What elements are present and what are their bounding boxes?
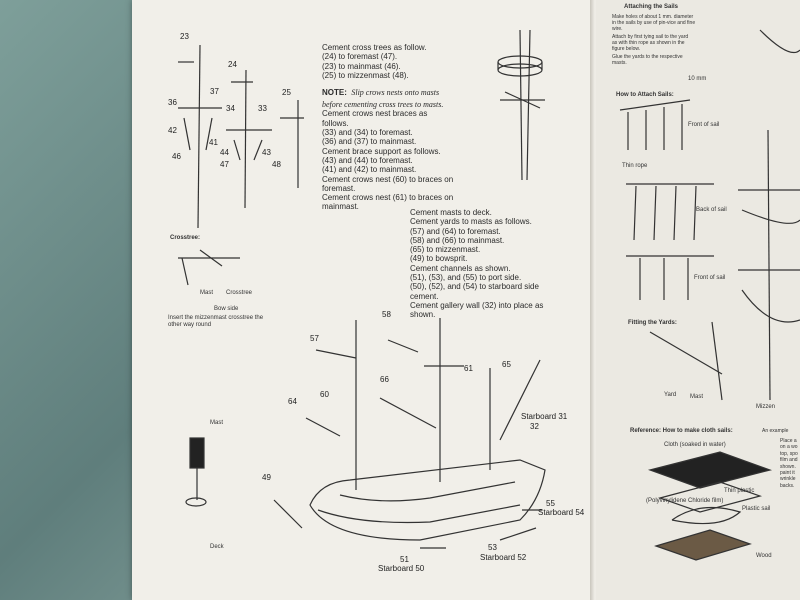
example-label: An example xyxy=(762,428,789,434)
fitting-yards-label: Fitting the Yards: xyxy=(628,320,677,326)
masts-line: Cement gallery wall (32) into place as xyxy=(410,300,544,310)
label-64: 64 xyxy=(288,397,297,406)
label-44: 44 xyxy=(220,148,229,157)
label-57: 57 xyxy=(310,334,319,343)
reference-title: Reference: How to make cloth sails: xyxy=(630,428,733,434)
label-starboard-50: Starboard 50 xyxy=(378,564,425,573)
crosstree-note: Insert the mizzenmast crosstree the othe… xyxy=(168,315,264,328)
plastic-sail-label: Plastic sail xyxy=(742,506,771,512)
cross-trees-line: (23) to mainmast (46). xyxy=(322,61,401,71)
bow-side-label: Bow side xyxy=(214,306,239,312)
deck-label: Deck xyxy=(210,544,224,550)
right-page xyxy=(596,0,800,600)
label-48: 48 xyxy=(272,160,281,169)
label-53: 53 xyxy=(488,543,497,552)
note-line: before cementing cross trees to masts. xyxy=(322,100,444,110)
label-43: 43 xyxy=(262,148,271,157)
masts-line: (65) to mizzenmast. xyxy=(410,245,481,255)
mast-label-right: Mast xyxy=(690,394,704,400)
braces-line: foremast. xyxy=(322,183,356,193)
how-to-attach-label: How to Attach Sails: xyxy=(616,92,674,98)
thin-plastic-label: Thin plastic xyxy=(724,488,755,494)
yard-label: Yard xyxy=(664,392,677,398)
masts-line: Cement yards to masts as follows. xyxy=(410,217,532,227)
thin-rope-label: Thin rope xyxy=(622,163,648,169)
label-33: 33 xyxy=(258,104,267,113)
cross-trees-text: Cement cross trees as follow. (24) to fo… xyxy=(322,43,453,212)
attaching-sails-title: Attaching the Sails xyxy=(624,4,679,10)
crosstree-title: Crosstree: xyxy=(170,235,201,241)
braces-line: (33) and (34) to foremast. xyxy=(322,128,413,138)
label-32: 32 xyxy=(530,422,539,431)
label-61: 61 xyxy=(464,364,473,373)
label-55: 55 xyxy=(546,499,555,508)
bullet-1: Make holes of about 1 mm. diameter in th… xyxy=(612,14,696,32)
note-line: Slip crows nests onto masts xyxy=(351,88,440,98)
label-60: 60 xyxy=(320,390,329,399)
braces-line: (36) and (37) to mainmast. xyxy=(322,137,417,147)
masts-line: (51), (53), and (55) to port side. xyxy=(410,273,522,283)
label-37: 37 xyxy=(210,87,219,96)
masts-line: Cement masts to deck. xyxy=(410,208,492,217)
label-51: 51 xyxy=(400,555,409,564)
back-of-sail-label: Back of sail xyxy=(696,207,727,213)
braces-line: Cement brace support as follows. xyxy=(322,146,441,156)
label-starboard-31: Starboard 31 xyxy=(521,412,568,421)
masts-text: Cement masts to deck. Cement yards to ma… xyxy=(410,208,543,320)
label-25: 25 xyxy=(282,88,291,97)
masts-line: Cement channels as shown. xyxy=(410,263,511,273)
label-34: 34 xyxy=(226,104,235,113)
page-gutter xyxy=(590,0,600,600)
front-of-sail-label-2: Front of sail xyxy=(694,275,726,281)
mizzen-label: Mizzen xyxy=(756,404,776,410)
crosstree-mast-label: Mast xyxy=(200,290,214,296)
masts-line: (58) and (66) to mainmast. xyxy=(410,235,505,245)
braces-line: follows. xyxy=(322,118,349,128)
crosstree-label: Crosstree xyxy=(226,290,253,296)
cross-trees-line: (24) to foremast (47). xyxy=(322,52,398,62)
label-65: 65 xyxy=(502,360,511,369)
wood-label: Wood xyxy=(756,553,772,559)
label-46: 46 xyxy=(172,152,181,161)
side-text: Place a on a wo top, spo film and shown.… xyxy=(780,438,798,489)
braces-line: mainmast. xyxy=(322,202,359,212)
label-58: 58 xyxy=(382,310,391,319)
masts-line: shown. xyxy=(410,310,436,320)
bullet-2: Attach by first tying sail to the yard a… xyxy=(612,34,689,52)
braces-line: Cement crows nest braces as xyxy=(322,109,428,119)
braces-line: (41) and (42) to mainmast. xyxy=(322,165,417,175)
masts-line: (50), (52), and (54) to starboard side xyxy=(410,282,539,292)
label-23: 23 xyxy=(180,32,189,41)
label-starboard-54: Starboard 54 xyxy=(538,508,585,517)
cross-trees-line: Cement cross trees as follow. xyxy=(322,43,427,52)
bullet-3: Glue the yards to the respective masts. xyxy=(612,54,683,66)
masts-line: cement. xyxy=(410,291,439,301)
braces-line: Cement crows nest (61) to braces on xyxy=(322,193,454,203)
label-49: 49 xyxy=(262,473,271,482)
front-of-sail-label: Front of sail xyxy=(688,122,720,128)
label-42: 42 xyxy=(168,126,177,135)
masts-line: (57) and (64) to foremast. xyxy=(410,226,501,236)
label-66: 66 xyxy=(380,375,389,384)
braces-line: Cement crows nest (60) to braces on xyxy=(322,174,454,184)
cloth-label: Cloth (soaked in water) xyxy=(664,442,726,448)
label-starboard-52: Starboard 52 xyxy=(480,553,527,562)
masts-line: (49) to bowsprit. xyxy=(410,254,468,264)
label-41: 41 xyxy=(209,138,218,147)
braces-line: (43) and (44) to foremast. xyxy=(322,155,413,165)
label-24: 24 xyxy=(228,60,237,69)
cross-trees-line: (25) to mizzenmast (48). xyxy=(322,70,409,80)
mm-label: 10 mm xyxy=(688,76,707,82)
note-label: NOTE: xyxy=(322,88,347,98)
label-36: 36 xyxy=(168,98,177,107)
poly-label: (Polyvinylidene Chloride film) xyxy=(646,498,724,504)
label-47: 47 xyxy=(220,160,229,169)
mast-detail-label: Mast xyxy=(210,420,224,426)
